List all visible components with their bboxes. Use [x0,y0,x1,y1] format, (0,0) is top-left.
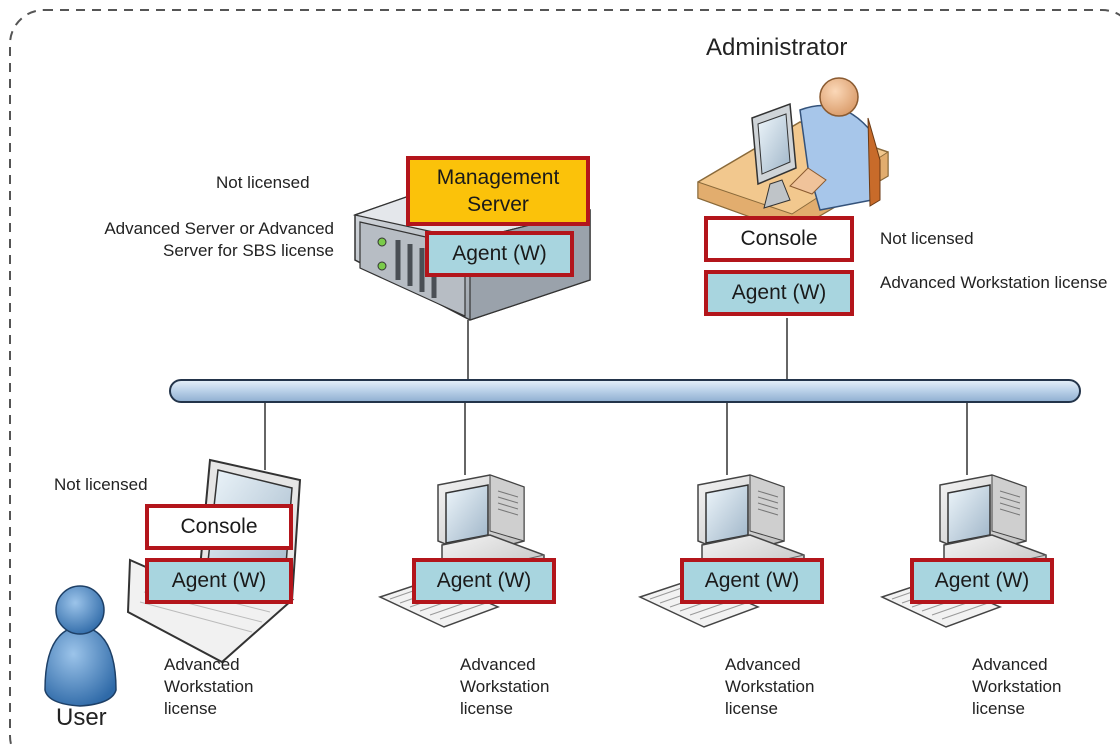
laptop-not-licensed-note: Not licensed [54,475,148,494]
admin-console-note: Not licensed [880,229,974,248]
workstation-1-license-text: Advanced Workstation license [460,655,550,718]
workstation-3-license-text: Advanced Workstation license [972,655,1062,718]
laptop-license-text: Advanced Workstation license [164,655,254,718]
administrator-desk-icon [697,77,889,233]
dashed-frame [9,9,1120,746]
network-bus-bar [169,379,1081,403]
laptop-agent-box: Agent (W) [145,558,293,604]
administrator-label: Administrator [706,34,848,61]
management-server-line2: Server [467,193,529,216]
workstation-3-agent-box: Agent (W) [910,558,1054,604]
server-not-licensed-note: Not licensed [216,173,310,192]
admin-agent-box: Agent (W) [704,270,854,316]
laptop-console-box: Console [145,504,293,550]
workstation-2-license-text: Advanced Workstation license [725,655,815,718]
management-server-box: Management Server [406,156,590,226]
user-icon [44,585,117,707]
user-label: User [56,704,107,731]
management-server-line1: Management [436,166,560,189]
desktop-computer-icon [881,474,1047,628]
server-license-text: Advanced Server or Advanced Server for S… [104,219,334,260]
admin-console-box: Console [704,216,854,262]
workstation-1-agent-box: Agent (W) [412,558,556,604]
workstation-2-agent-box: Agent (W) [680,558,824,604]
connector-lines [264,318,968,475]
desktop-computer-icon [639,474,805,628]
admin-license-text: Advanced Workstation license [880,273,1108,292]
server-agent-box: Agent (W) [425,231,574,277]
desktop-computer-icon [379,474,545,628]
